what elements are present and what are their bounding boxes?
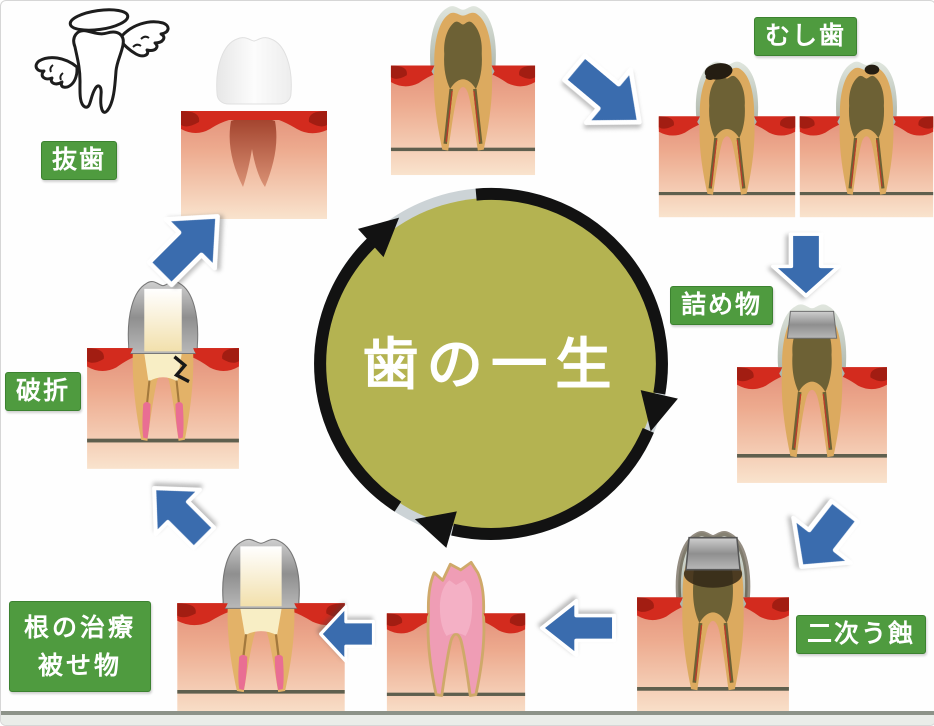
- cycle-center-title: 歯の一生: [362, 333, 619, 398]
- cycle-arrowheads: [357, 217, 678, 548]
- extraction-site-illustration: [179, 33, 329, 221]
- label-fracture: 破折: [5, 372, 82, 411]
- arrow-cavity-to-filling: [766, 230, 846, 300]
- cycle-circle: 歯の一生: [301, 175, 681, 553]
- label-cavity: むし歯: [754, 17, 858, 56]
- bottom-border-strip: [1, 715, 934, 725]
- arrow-healthy-to-cavity: [543, 32, 671, 158]
- cavity-tooth-large-illustration: [657, 57, 797, 219]
- filled-tooth-illustration: [735, 299, 889, 485]
- angel-tooth-icon: [13, 3, 191, 143]
- bottom-border-line: [1, 711, 934, 715]
- arrow-root-canal-to-crown: [317, 601, 377, 667]
- label-root-treatment-line1: 根の治療: [24, 613, 137, 642]
- arrow-secondary-caries-to-root-treatment: [537, 595, 619, 661]
- fractured-tooth-illustration: [85, 277, 241, 471]
- secondary-caries-tooth-illustration: [635, 527, 791, 719]
- label-extraction: 抜歯: [41, 141, 118, 180]
- label-root-treatment-line2: 被せ物: [38, 650, 123, 680]
- label-secondary-caries: 二次う蝕: [796, 615, 927, 654]
- cavity-tooth-small-illustration: [798, 57, 934, 219]
- root-canal-tooth-illustration: [385, 551, 527, 721]
- label-filling: 詰め物: [670, 286, 774, 325]
- label-root-treatment-crown: 根の治療 被せ物: [9, 601, 152, 692]
- healthy-tooth-illustration: [389, 1, 537, 177]
